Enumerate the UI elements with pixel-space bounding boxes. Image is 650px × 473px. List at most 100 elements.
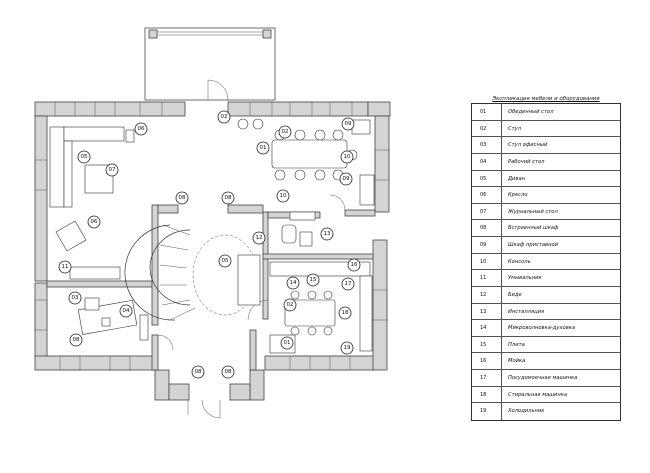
tag-circle bbox=[341, 117, 355, 131]
tag-marker: 13 bbox=[320, 227, 334, 241]
hall-sofa bbox=[237, 254, 261, 306]
legend-name: Мойка bbox=[508, 358, 526, 365]
tag-marker: 12 bbox=[252, 231, 266, 245]
tag-marker: 15 bbox=[306, 273, 320, 287]
tag-circle bbox=[58, 260, 72, 274]
tag-circle bbox=[340, 341, 354, 355]
tag-marker: 10 bbox=[276, 189, 290, 203]
legend-name: Биде bbox=[508, 291, 522, 298]
tag-circle bbox=[252, 231, 266, 245]
tag-label: 06 bbox=[138, 126, 145, 132]
legend-number: 03 bbox=[472, 137, 502, 153]
legend-name: Инсталляция bbox=[508, 308, 545, 315]
legend-number: 13 bbox=[472, 303, 502, 320]
tag-label: 11 bbox=[62, 264, 69, 270]
tag-label: 04 bbox=[123, 308, 130, 314]
tag-label: 18 bbox=[342, 310, 349, 316]
tag-marker: 02 bbox=[278, 125, 292, 139]
tag-marker: 10 bbox=[340, 150, 354, 164]
tag-label: 01 bbox=[284, 340, 291, 346]
tag-label: 02 bbox=[282, 129, 289, 135]
legend-number: 04 bbox=[472, 153, 502, 170]
legend-title: Экспликация мебели и оборудования bbox=[492, 96, 600, 102]
tag-circle bbox=[276, 189, 290, 203]
staircase bbox=[124, 224, 258, 321]
doors bbox=[157, 79, 346, 419]
tag-label: 15 bbox=[310, 277, 317, 283]
tag-marker: 05 bbox=[77, 150, 91, 164]
tag-label: 14 bbox=[290, 280, 297, 286]
tag-label: 08 bbox=[225, 195, 232, 201]
legend-name: Встроенный шкаф bbox=[508, 225, 559, 232]
legend-row: 08 Встроенный шкаф bbox=[472, 220, 620, 238]
tag-label: 08 bbox=[225, 369, 232, 375]
tag-label: 06 bbox=[91, 219, 98, 225]
tag-marker: 08 bbox=[221, 191, 235, 205]
tag-marker: 02 bbox=[217, 110, 231, 124]
tag-circle bbox=[221, 365, 235, 379]
legend-name: Плита bbox=[508, 341, 525, 348]
tag-circle bbox=[280, 336, 294, 350]
tag-marker: 01 bbox=[280, 336, 294, 350]
tag-marker: 03 bbox=[68, 291, 82, 305]
dining-furniture bbox=[237, 118, 375, 206]
legend-number: 02 bbox=[472, 120, 502, 137]
legend-number: 05 bbox=[472, 170, 502, 187]
living-room-furniture bbox=[49, 126, 135, 280]
tag-circle bbox=[105, 163, 119, 177]
terrace bbox=[144, 27, 276, 101]
legend-name: Умывальник bbox=[508, 275, 542, 282]
tag-label: 02 bbox=[287, 302, 294, 308]
windows bbox=[34, 101, 390, 371]
legend-row: 16 Мойка bbox=[472, 353, 620, 371]
tag-circle bbox=[283, 298, 297, 312]
legend-name: Шкаф приставной bbox=[508, 242, 559, 249]
bathroom-fixtures bbox=[281, 211, 316, 247]
tag-label: 07 bbox=[109, 167, 116, 173]
legend-number: 06 bbox=[472, 187, 502, 203]
tag-circle bbox=[221, 191, 235, 205]
tag-label: 09 bbox=[343, 176, 350, 182]
tag-marker: 14 bbox=[286, 276, 300, 290]
legend-name: Рабочий стол bbox=[508, 158, 545, 165]
legend-name: Диван bbox=[508, 175, 526, 182]
tag-circle bbox=[68, 291, 82, 305]
tag-label: 08 bbox=[195, 369, 202, 375]
tag-label: 09 bbox=[345, 121, 352, 127]
tag-circle bbox=[347, 258, 361, 272]
tag-label: 02 bbox=[221, 114, 228, 120]
tag-circle bbox=[217, 110, 231, 124]
tag-circle bbox=[338, 306, 352, 320]
tag-circle bbox=[341, 277, 355, 291]
tag-marker: 08 bbox=[221, 365, 235, 379]
tag-circle bbox=[87, 215, 101, 229]
legend-number: 16 bbox=[472, 353, 502, 370]
tag-marker: 11 bbox=[58, 260, 72, 274]
tag-marker: 04 bbox=[119, 304, 133, 318]
legend-number: 19 bbox=[472, 403, 502, 420]
tag-label: 10 bbox=[280, 193, 287, 199]
kitchen-furniture bbox=[269, 261, 373, 354]
legend-name: Журнальный стол bbox=[508, 208, 558, 215]
legend-name: Стул bbox=[508, 125, 522, 132]
legend-number: 10 bbox=[472, 253, 502, 270]
tag-marker: 08 bbox=[69, 333, 83, 347]
legend-name: Обеденный стол bbox=[508, 109, 554, 115]
tag-circle bbox=[339, 172, 353, 186]
tag-label: 17 bbox=[345, 281, 352, 287]
tag-marker: 02 bbox=[283, 298, 297, 312]
legend-number: 08 bbox=[472, 220, 502, 237]
legend-row: 02 Стул bbox=[472, 120, 620, 138]
tag-marker: 07 bbox=[105, 163, 119, 177]
tag-marker: 08 bbox=[175, 191, 189, 205]
